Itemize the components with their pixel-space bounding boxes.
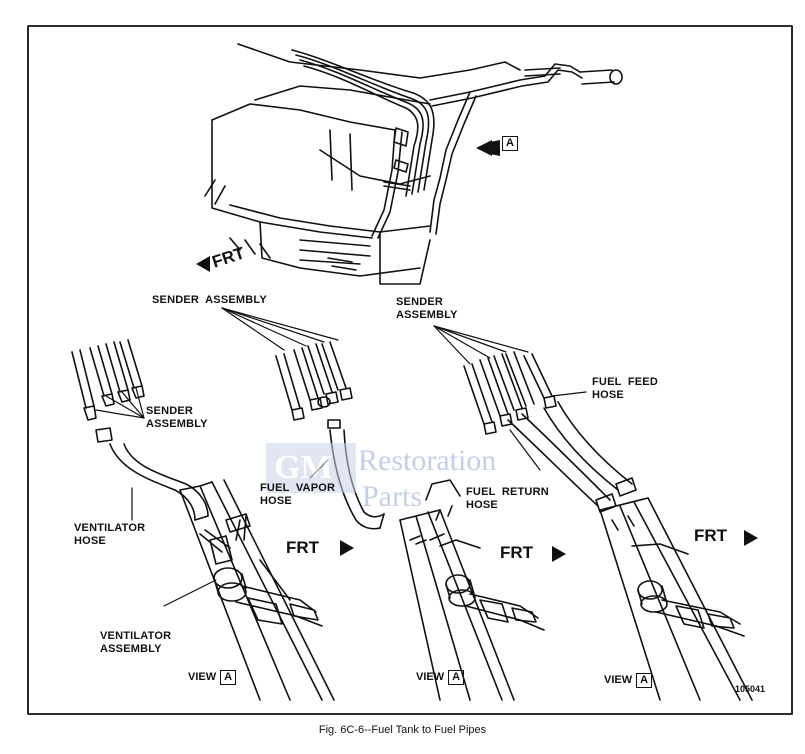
- ventilator-hose-label: VENTILATOR HOSE: [74, 522, 146, 547]
- frt-label-right: FRT: [694, 526, 728, 545]
- figure-border: [27, 25, 793, 715]
- box-a-top: A: [502, 136, 518, 151]
- watermark-logo: GM: [266, 443, 356, 493]
- fuel-vapor-hose-label: FUEL VAPOR HOSE: [260, 482, 336, 507]
- sender-assembly-label-center: SENDER ASSEMBLY: [152, 294, 267, 306]
- arrows: [196, 140, 758, 562]
- view-box-a: A: [636, 673, 653, 688]
- sender-assembly-label-right: SENDER ASSEMBLY: [396, 296, 458, 321]
- view-box-top: A: [502, 136, 518, 151]
- view-box-a: A: [448, 670, 465, 685]
- frt-label-center: FRT: [500, 543, 534, 562]
- left-view-detail: [71, 339, 335, 701]
- view-text: VIEW: [188, 671, 217, 683]
- view-box-a: A: [220, 670, 237, 685]
- watermark-line2: Parts: [362, 480, 422, 513]
- right-view-detail: [463, 351, 753, 701]
- fuel-return-hose-label: FUEL RETURN HOSE: [466, 486, 549, 511]
- leader-lines: [95, 307, 587, 607]
- view-text: VIEW: [416, 671, 445, 683]
- frt-label-left: FRT: [286, 538, 320, 557]
- fuel-feed-hose-label: FUEL FEED HOSE: [592, 376, 658, 401]
- watermark-line1: Restoration: [358, 444, 497, 477]
- figure-caption: Fig. 6C-6--Fuel Tank to Fuel Pipes: [318, 724, 487, 736]
- ventilator-assembly-label: VENTILATOR ASSEMBLY: [100, 630, 172, 655]
- watermark-logo-text: GM: [274, 449, 333, 486]
- center-view-detail: [275, 341, 545, 701]
- part-number: 105041: [735, 684, 766, 694]
- view-text: VIEW: [604, 674, 633, 686]
- sender-assembly-label-left: SENDER ASSEMBLY: [146, 405, 208, 430]
- top-perspective-view: [204, 43, 623, 285]
